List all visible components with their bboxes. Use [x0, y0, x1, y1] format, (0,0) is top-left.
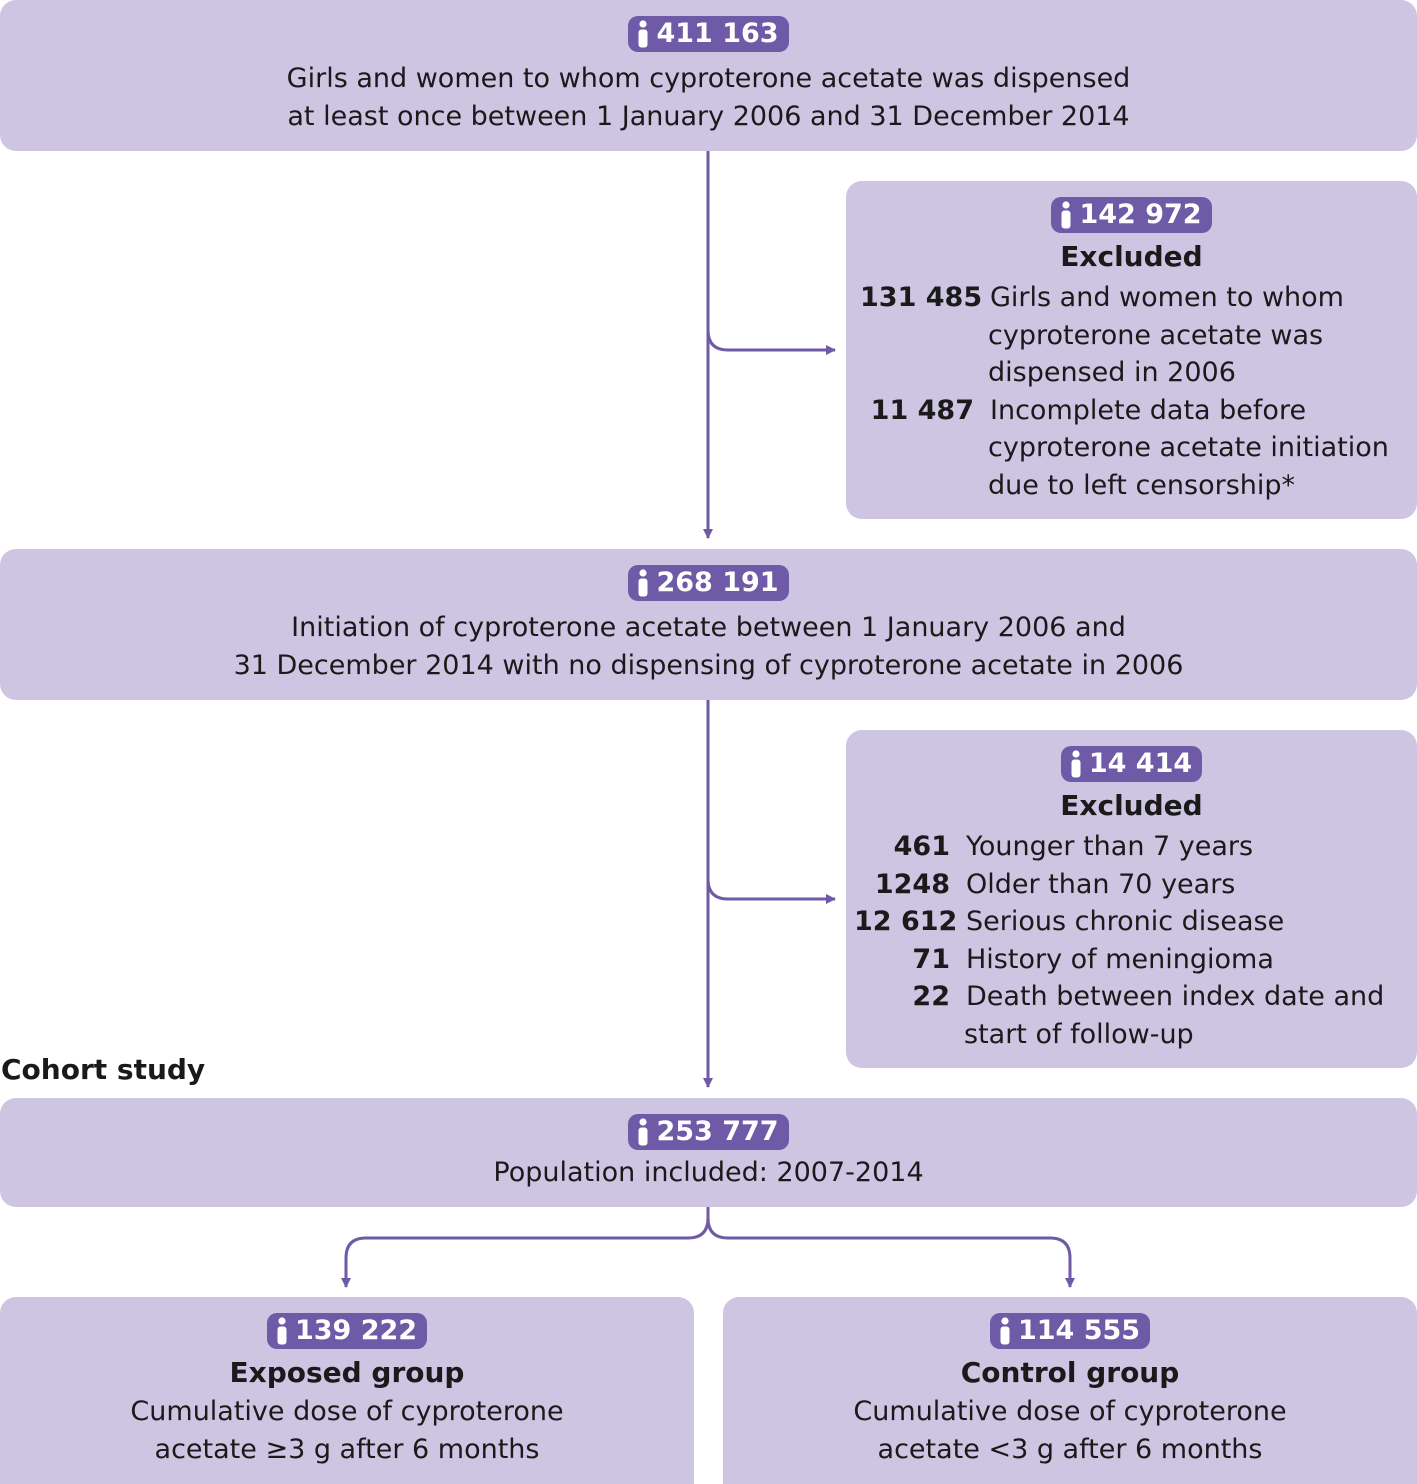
exclusion-list: 131 485 Girls and women to whom cyproter… — [846, 279, 1417, 504]
exclusion-label: Girls and women to whom — [990, 282, 1344, 313]
count-value: 14 414 — [1088, 748, 1193, 779]
exclusion-label-continued: cyproterone acetate was — [988, 319, 1324, 351]
exclusion-label-continued: due to left censorship* — [988, 469, 1296, 501]
exclusion-item-continuation: start of follow-up — [854, 1016, 1417, 1054]
count-badge: 139 222 — [266, 1313, 428, 1349]
count-badge: 268 191 — [628, 565, 789, 601]
exclusion-label-continued: start of follow-up — [964, 1018, 1194, 1050]
exclusion-label: Younger than 7 years — [966, 831, 1254, 862]
count-badge: 142 972 — [1051, 197, 1212, 233]
description-line-1: Cumulative dose of cyproterone — [130, 1396, 564, 1427]
person-icon — [638, 1118, 648, 1146]
exclusion-count: 71 — [912, 943, 950, 975]
box-description: Girls and women to whom cyproterone acet… — [0, 60, 1417, 136]
exclusion-count: 11 487 — [870, 394, 974, 426]
count-value: 114 555 — [1017, 1315, 1141, 1346]
person-icon — [638, 569, 648, 597]
group-heading: Control group — [960, 1356, 1180, 1389]
box-description: Initiation of cyproterone acetate betwee… — [0, 609, 1417, 685]
excluded-box-1: 142 972 Excluded 131 485 Girls and women… — [846, 181, 1417, 519]
exclusion-item-continuation: cyproterone acetate was — [860, 317, 1417, 355]
exclusion-label: Serious chronic disease — [966, 906, 1285, 937]
exclusion-label: Incomplete data before — [990, 394, 1307, 426]
exclusion-count: 1248 — [874, 868, 950, 900]
person-icon — [1071, 750, 1081, 778]
description-line-1: Girls and women to whom cyproterone acet… — [286, 63, 1131, 94]
exclusion-arrow-1 — [706, 329, 836, 355]
excluded-heading: Excluded — [1060, 240, 1203, 273]
count-badge: 114 555 — [989, 1313, 1151, 1349]
box-description: Population included: 2007-2014 — [0, 1154, 1417, 1192]
group-heading: Exposed group — [229, 1356, 465, 1389]
count-value: 139 222 — [294, 1315, 418, 1346]
excluded-heading: Excluded — [1060, 789, 1203, 822]
exclusion-count: 131 485 — [860, 282, 983, 313]
exclusion-count: 22 — [912, 981, 950, 1012]
exclusion-item-continuation: cyproterone acetate initiation — [860, 429, 1417, 467]
initial-population-box: 411 163 Girls and women to whom cyproter… — [0, 0, 1417, 151]
included-population-box: 253 777 Population included: 2007-2014 — [0, 1098, 1417, 1207]
person-icon — [1061, 201, 1071, 229]
person-icon — [1000, 1317, 1010, 1345]
exclusion-item: 1248 Older than 70 years — [854, 866, 1417, 904]
description-line-1: Cumulative dose of cyproterone — [853, 1396, 1287, 1427]
exclusion-label: Older than 70 years — [966, 868, 1236, 900]
exclusion-label-continued: cyproterone acetate initiation — [988, 432, 1389, 463]
control-group-box: 114 555 Control group Cumulative dose of… — [723, 1297, 1417, 1484]
description-line-2: at least once between 1 January 2006 and… — [287, 101, 1130, 132]
group-description: Cumulative dose of cyproterone acetate ≥… — [0, 1393, 694, 1469]
split-arrow-right — [706, 1217, 1075, 1288]
person-icon — [277, 1317, 287, 1345]
exclusion-item: 131 485 Girls and women to whom — [860, 279, 1417, 317]
cohort-study-label: Cohort study — [1, 1053, 206, 1086]
exclusion-item: 461 Younger than 7 years — [854, 828, 1417, 866]
description-line-2: acetate ≥3 g after 6 months — [154, 1434, 540, 1465]
exclusion-count: 12 612 — [854, 906, 958, 937]
exclusion-item: 22 Death between index date and — [854, 978, 1417, 1016]
count-badge: 253 777 — [628, 1114, 789, 1150]
exclusion-item: 71 History of meningioma — [854, 941, 1417, 979]
exclusion-label-continued: dispensed in 2006 — [988, 357, 1236, 388]
exclusion-item: 12 612 Serious chronic disease — [854, 903, 1417, 941]
count-value: 253 777 — [656, 1116, 779, 1147]
initiation-box: 268 191 Initiation of cyproterone acetat… — [0, 549, 1417, 700]
exclusion-arrow-2 — [706, 878, 836, 904]
exclusion-item-continuation: dispensed in 2006 — [860, 354, 1417, 392]
description-line-2: acetate <3 g after 6 months — [877, 1434, 1263, 1465]
person-icon — [638, 20, 648, 48]
exposed-group-box: 139 222 Exposed group Cumulative dose of… — [0, 1297, 694, 1484]
count-value: 268 191 — [656, 567, 779, 598]
description-line-1: Population included: 2007-2014 — [493, 1157, 924, 1188]
excluded-box-2: 14 414 Excluded 461 Younger than 7 years… — [846, 730, 1417, 1068]
description-line-1: Initiation of cyproterone acetate betwee… — [291, 612, 1126, 643]
count-value: 411 163 — [656, 18, 779, 49]
exclusion-label: History of meningioma — [966, 943, 1274, 975]
exclusion-item-continuation: due to left censorship* — [860, 467, 1417, 505]
split-arrow-left — [341, 1207, 710, 1288]
count-value: 142 972 — [1079, 199, 1202, 230]
group-description: Cumulative dose of cyproterone acetate <… — [723, 1393, 1417, 1469]
exclusion-list: 461 Younger than 7 years 1248 Older than… — [846, 828, 1417, 1053]
description-line-2: 31 December 2014 with no dispensing of c… — [233, 650, 1184, 681]
exclusion-count: 461 — [893, 831, 950, 862]
count-badge: 411 163 — [628, 16, 789, 52]
count-badge: 14 414 — [1060, 746, 1203, 782]
exclusion-label: Death between index date and — [966, 981, 1385, 1012]
exclusion-item: 11 487 Incomplete data before — [860, 392, 1417, 430]
